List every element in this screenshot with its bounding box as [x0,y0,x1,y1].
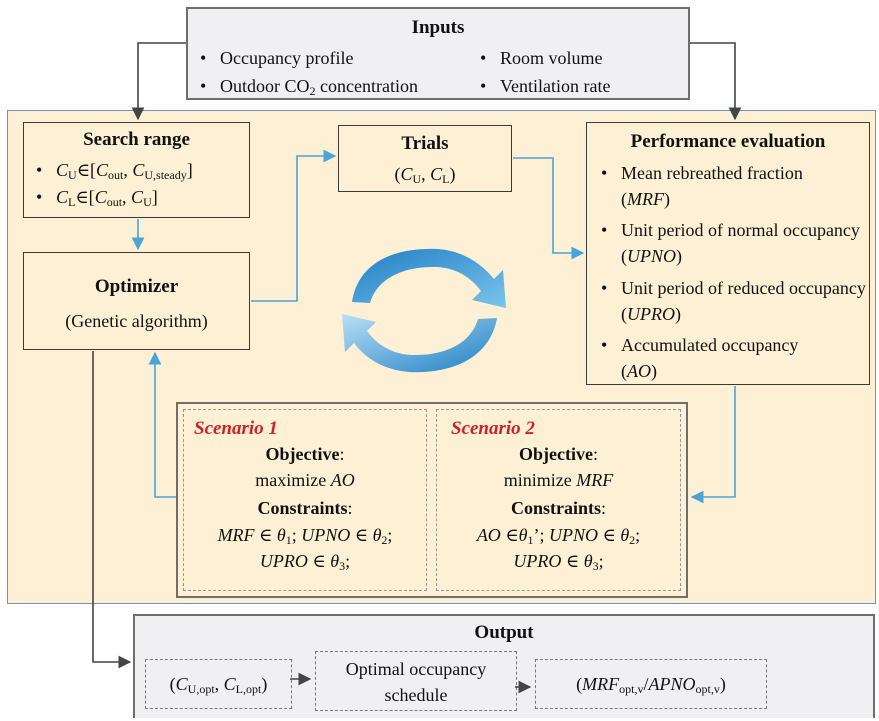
performance-item-upno: •Unit period of normal occupancy (UPNO) [601,220,860,266]
scenario-1-constraints-label: Constraints: [257,498,353,518]
performance-title: Performance evaluation [630,131,826,152]
trials-box: Trials (CU, CL) [338,125,512,192]
inputs-box: Inputs •Occupancy profile •Room volume •… [186,7,690,100]
scenarios-box: Scenario 1 Objective: maximize AO Constr… [176,402,688,598]
performance-item-ao: •Accumulated occupancy(AO) [601,335,799,381]
search-range-title: Search range [83,129,190,150]
scenario-2-constraint-line-1: AO ∈θ1’; UPNO ∈ θ2; [476,525,641,547]
output-box: Output (CU,opt, CL,opt) Optimal occupanc… [133,614,875,718]
search-range-box: Search range •CU∈[Cout, CU,steady] •CL∈[… [23,122,250,218]
scenario-1-constraint-line-1: MRF ∈ θ1; UPNO ∈ θ2; [217,525,393,547]
output-performance-ratio: (MRFopt,v/APNOopt,v) [535,659,767,709]
performance-item-upro: •Unit period of reduced occupancy (UPRO) [601,278,866,324]
output-title: Output [474,622,534,643]
scenario-2-objective: minimize MRF [503,470,614,490]
scenario-1-constraint-line-2: UPRO ∈ θ3; [259,551,351,573]
optimizer-subtitle: (Genetic algorithm) [65,311,208,331]
scenario-2-title: Scenario 2 [451,418,535,439]
scenario-1-objective-label: Objective: [265,444,345,464]
trials-expression: (CU, CL) [394,164,456,186]
scenario-2-constraints-label: Constraints: [510,498,607,518]
inputs-title: Inputs [411,17,465,38]
search-range-cu: •CU∈[Cout, CU,steady] [36,160,193,182]
performance-item-mrf: •Mean rebreathed fraction(MRF) [601,163,803,209]
trials-title: Trials [401,133,449,154]
arrow-inputs-to-performance [690,42,742,121]
scenario-2-objective-label: Objective: [519,444,598,464]
scenario-2-panel: Scenario 2 Objective: minimize MRF Const… [436,409,681,591]
scenario-1-objective: maximize AO [255,470,355,490]
input-occupancy-profile: •Occupancy profile [200,48,354,68]
input-room-volume: •Room volume [480,48,603,68]
optimizer-box: Optimizer (Genetic algorithm) [23,252,250,350]
search-range-cl: •CL∈[Cout, CU] [36,187,158,209]
scenario-1-panel: Scenario 1 Objective: maximize AO Constr… [183,409,427,591]
input-outdoor-co2: •Outdoor CO2 concentration [200,76,418,98]
performance-evaluation-box: Performance evaluation •Mean rebreathed … [586,122,870,385]
arrow-inputs-to-search-range [131,42,186,121]
scenario-1-title: Scenario 1 [194,418,278,439]
optimizer-title: Optimizer [94,276,179,297]
output-optimal-levels: (CU,opt, CL,opt) [145,659,292,709]
input-ventilation-rate: •Ventilation rate [480,76,611,96]
scenario-2-constraint-line-2: UPRO ∈ θ3; [513,551,604,573]
